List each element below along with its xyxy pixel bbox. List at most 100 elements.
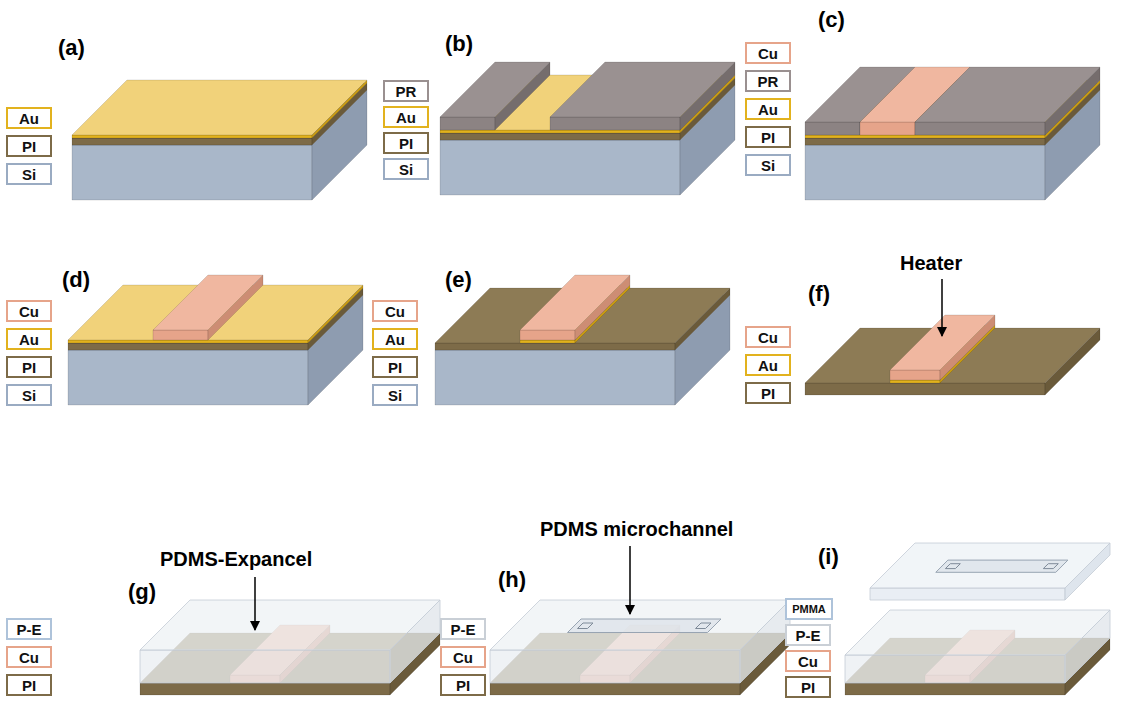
layer-face [490,650,740,683]
layer-face [890,370,940,380]
channel-port [1043,564,1058,569]
layer-stack [440,62,735,195]
layer-face [435,350,675,405]
layer-name: P-E [450,622,475,637]
layer-label-box: Si [745,154,791,176]
layer-label-box: Cu [785,650,831,672]
layer-name: PI [388,360,402,375]
layer-label-box: Cu [6,300,52,322]
layer-label-box: Cu [440,646,486,668]
layer-name: Cu [385,304,405,319]
layer-name: Cu [453,650,473,665]
layer-name: PI [456,678,470,693]
annotation: Heater [900,252,962,274]
panel-label: (b) [445,32,473,56]
microchannel [568,619,722,633]
layer-label-box: PI [383,132,429,154]
layer-face [140,650,390,683]
layer-name: PR [396,84,417,99]
layer-label-box: Au [372,328,418,350]
layer-label-box: PI [6,135,52,157]
layer-name: Cu [758,330,778,345]
annotation: PDMS microchannel [540,518,733,540]
layer-name: PMMA [792,604,826,615]
layer-label-box: PR [745,70,791,92]
layer-face [805,383,1045,395]
layer-face [68,350,308,405]
layer-name: Au [385,332,405,347]
layer-face [435,343,675,350]
layer-face [490,600,790,650]
layer-name: PI [22,139,36,154]
layer-face [915,67,1100,122]
layer-name: PI [801,680,815,695]
layer-label-box: Cu [372,300,418,322]
layer-name: Cu [758,46,778,61]
layer-label-box: PMMA [785,598,833,620]
layer-face [870,543,1110,588]
layer-label-box: Si [6,384,52,406]
panel-label: (h) [498,568,526,592]
layer-face [72,135,312,138]
layer-face [520,340,575,343]
layer-name: Au [758,102,778,117]
layer-label-box: PI [745,382,791,404]
layer-stack [72,80,367,200]
channel-port [945,564,960,569]
layer-name: Au [19,111,39,126]
layer-label-box: Au [6,328,52,350]
leader-arrow [629,546,631,614]
layer-face [805,138,1045,145]
layer-stack [805,67,1100,200]
layer-label-box: P-E [785,624,831,646]
layer-face [72,138,312,145]
layer-stack [805,315,1100,395]
layer-name: PI [761,130,775,145]
layer-name: Si [761,158,775,173]
panel-label: (d) [62,268,90,292]
layer-stack [845,610,1110,695]
layer-face [153,275,263,330]
layer-label-box: PI [6,356,52,378]
layer-face [440,117,495,130]
layer-face [68,340,308,343]
layer-name: Cu [19,650,39,665]
layer-face [915,122,1045,135]
layer-label-box: Au [745,354,791,376]
layer-label-box: PI [372,356,418,378]
layer-stack [870,543,1110,600]
layer-face [805,135,1045,138]
layer-face [520,275,630,330]
layer-label-box: Au [6,107,52,129]
layer-label-box: PI [440,674,486,696]
layer-name: PI [761,386,775,401]
layer-label-box: PI [785,676,831,698]
panel-label: (g) [128,580,156,604]
layer-label-box: PR [383,80,429,102]
layer-label-box: Si [383,158,429,180]
layer-face [68,343,308,350]
layer-name: Au [758,358,778,373]
layer-face [890,380,940,383]
layer-face [490,683,740,695]
layer-stack [490,600,790,695]
layer-face [550,62,735,117]
layer-name: Si [399,162,413,177]
layer-face [845,610,1110,655]
layer-name: Si [22,167,36,182]
layer-name: P-E [16,622,41,637]
layer-face [805,145,1045,200]
layer-label-box: Cu [6,646,52,668]
layer-name: Cu [798,654,818,669]
layer-label-box: P-E [440,618,486,640]
layer-name: Si [22,388,36,403]
layer-face [520,330,575,340]
layer-label-box: P-E [6,618,52,640]
layer-face [845,655,1065,683]
layer-face [440,133,680,140]
layer-face [805,122,860,135]
layer-face [870,588,1065,600]
channel-port [578,623,594,629]
panel-label: (c) [818,8,845,32]
